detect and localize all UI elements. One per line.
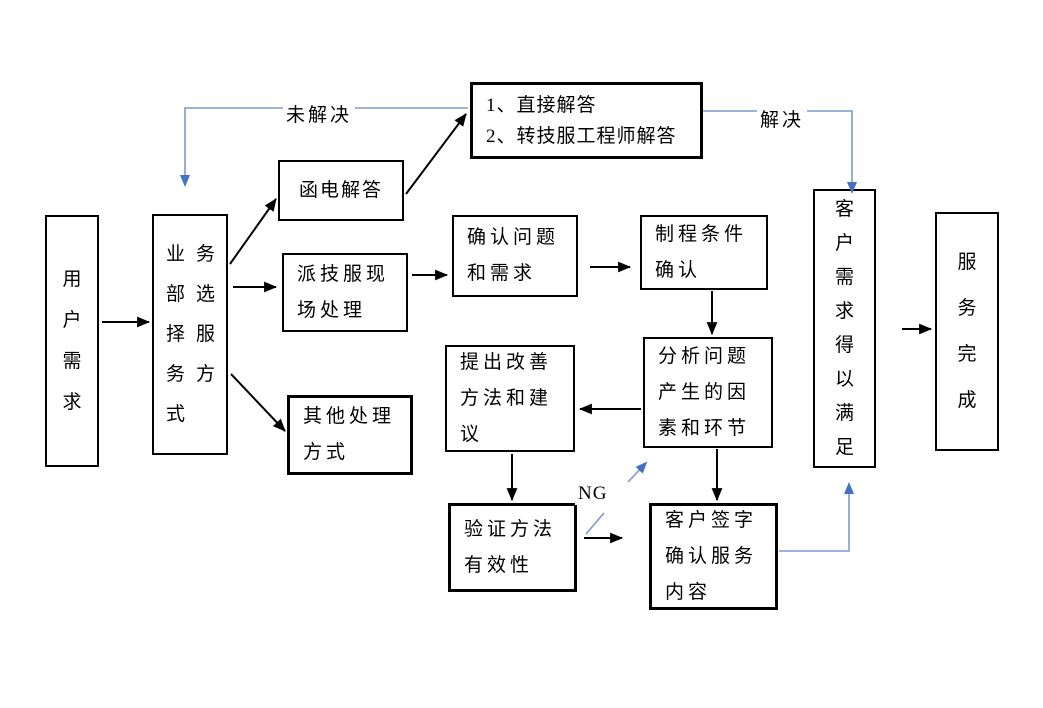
- arrow-letter-to-answers: [405, 113, 467, 195]
- node-line: 得: [834, 334, 854, 356]
- node-business-select-service: 业务 部选 择服 务方 式: [152, 214, 228, 455]
- node-line: 求: [834, 300, 854, 322]
- node-line: 客户签字: [665, 509, 758, 531]
- arrow-business-to-other: [230, 373, 286, 432]
- node-line: 客: [834, 198, 854, 220]
- label-ng: NG: [575, 483, 611, 505]
- node-line: 议: [460, 423, 484, 445]
- node-line: 其他处理: [303, 406, 396, 427]
- node-line: 需: [62, 351, 82, 372]
- node-line: 函电解答: [298, 179, 383, 201]
- node-dispatch-field-service: 派技服现 场处理: [282, 253, 408, 332]
- node-line: 足: [834, 436, 854, 458]
- node-line: 和需求: [467, 263, 537, 284]
- node-line: 确认: [655, 259, 702, 281]
- node-line: 式: [166, 403, 197, 425]
- node-service-complete: 服 务 完 成: [935, 212, 999, 451]
- node-letter-reply: 函电解答: [278, 160, 404, 221]
- node-line: 有效性: [464, 554, 534, 576]
- node-line: 业务: [166, 243, 227, 265]
- node-analyze-problem-factors: 分析问题 产生的因 素和环节: [643, 337, 773, 448]
- node-line: 择服: [166, 323, 227, 345]
- node-line: 成: [957, 389, 977, 411]
- node-line: 确认问题: [467, 227, 560, 248]
- node-other-method: 其他处理 方式: [287, 395, 413, 475]
- label-resolved: 解决: [757, 110, 808, 132]
- node-line: 部选: [166, 283, 227, 305]
- node-line: 服: [957, 251, 977, 273]
- connector-sign-to-satisfied: [779, 482, 854, 552]
- node-line: 派技服现: [297, 263, 390, 285]
- connector-ng-return-head: [627, 461, 648, 483]
- node-line: 务: [957, 297, 977, 319]
- node-line: 方法和建: [460, 387, 553, 409]
- node-line: 完: [957, 343, 977, 365]
- node-line: 1、直接解答: [486, 94, 597, 116]
- node-line: 验证方法: [464, 518, 557, 540]
- node-propose-improvement: 提出改善 方法和建 议: [445, 345, 575, 452]
- node-line: 用: [62, 269, 82, 290]
- node-line: 方式: [303, 442, 350, 463]
- node-line: 满: [834, 402, 854, 424]
- node-verify-method-validity: 验证方法 有效性: [448, 503, 577, 592]
- node-line: 素和环节: [658, 417, 751, 439]
- node-line: 以: [834, 368, 854, 390]
- node-line: 求: [62, 392, 82, 413]
- node-line: 需: [834, 266, 854, 288]
- node-user-demand: 用 户 需 求: [45, 215, 99, 467]
- node-line: 内容: [665, 581, 712, 603]
- node-customer-sign-confirm: 客户签字 确认服务 内容: [649, 503, 778, 610]
- node-line: 务方: [166, 363, 227, 385]
- node-customer-needs-satisfied: 客 户 需 求 得 以 满 足: [813, 189, 876, 468]
- label-unresolved: 未解决: [283, 105, 356, 127]
- node-answer-options: 1、直接解答 2、转技服工程师解答: [470, 82, 703, 159]
- node-line: 确认服务: [665, 545, 758, 567]
- node-line: 户: [834, 232, 854, 254]
- node-line: 2、转技服工程师解答: [486, 125, 677, 147]
- node-line: 制程条件: [655, 223, 748, 245]
- arrow-business-to-letter: [229, 198, 277, 265]
- node-line: 产生的因: [658, 381, 751, 403]
- node-confirm-problem-needs: 确认问题 和需求: [452, 215, 578, 297]
- node-line: 分析问题: [658, 345, 751, 367]
- node-line: 户: [62, 310, 82, 331]
- node-line: 提出改善: [460, 351, 553, 373]
- node-process-condition-confirm: 制程条件 确认: [640, 215, 768, 290]
- connector-ng-return-tail: [585, 512, 605, 535]
- node-line: 场处理: [297, 299, 367, 321]
